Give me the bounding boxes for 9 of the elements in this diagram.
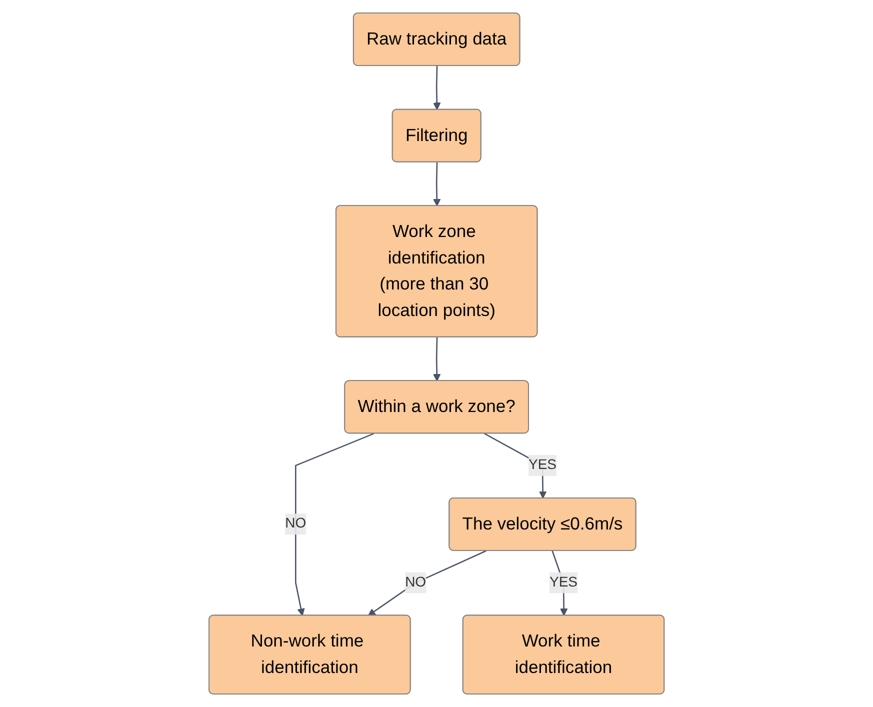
arrow: [432, 337, 441, 382]
edge-label: YES: [528, 458, 556, 473]
arrow: [368, 550, 486, 616]
edge-label: NO: [285, 516, 306, 532]
arrow: [432, 66, 441, 110]
edge-label: YES: [549, 574, 578, 590]
arrow: [294, 432, 374, 616]
arrow: [432, 162, 441, 206]
edge-label: NO: [404, 574, 426, 590]
